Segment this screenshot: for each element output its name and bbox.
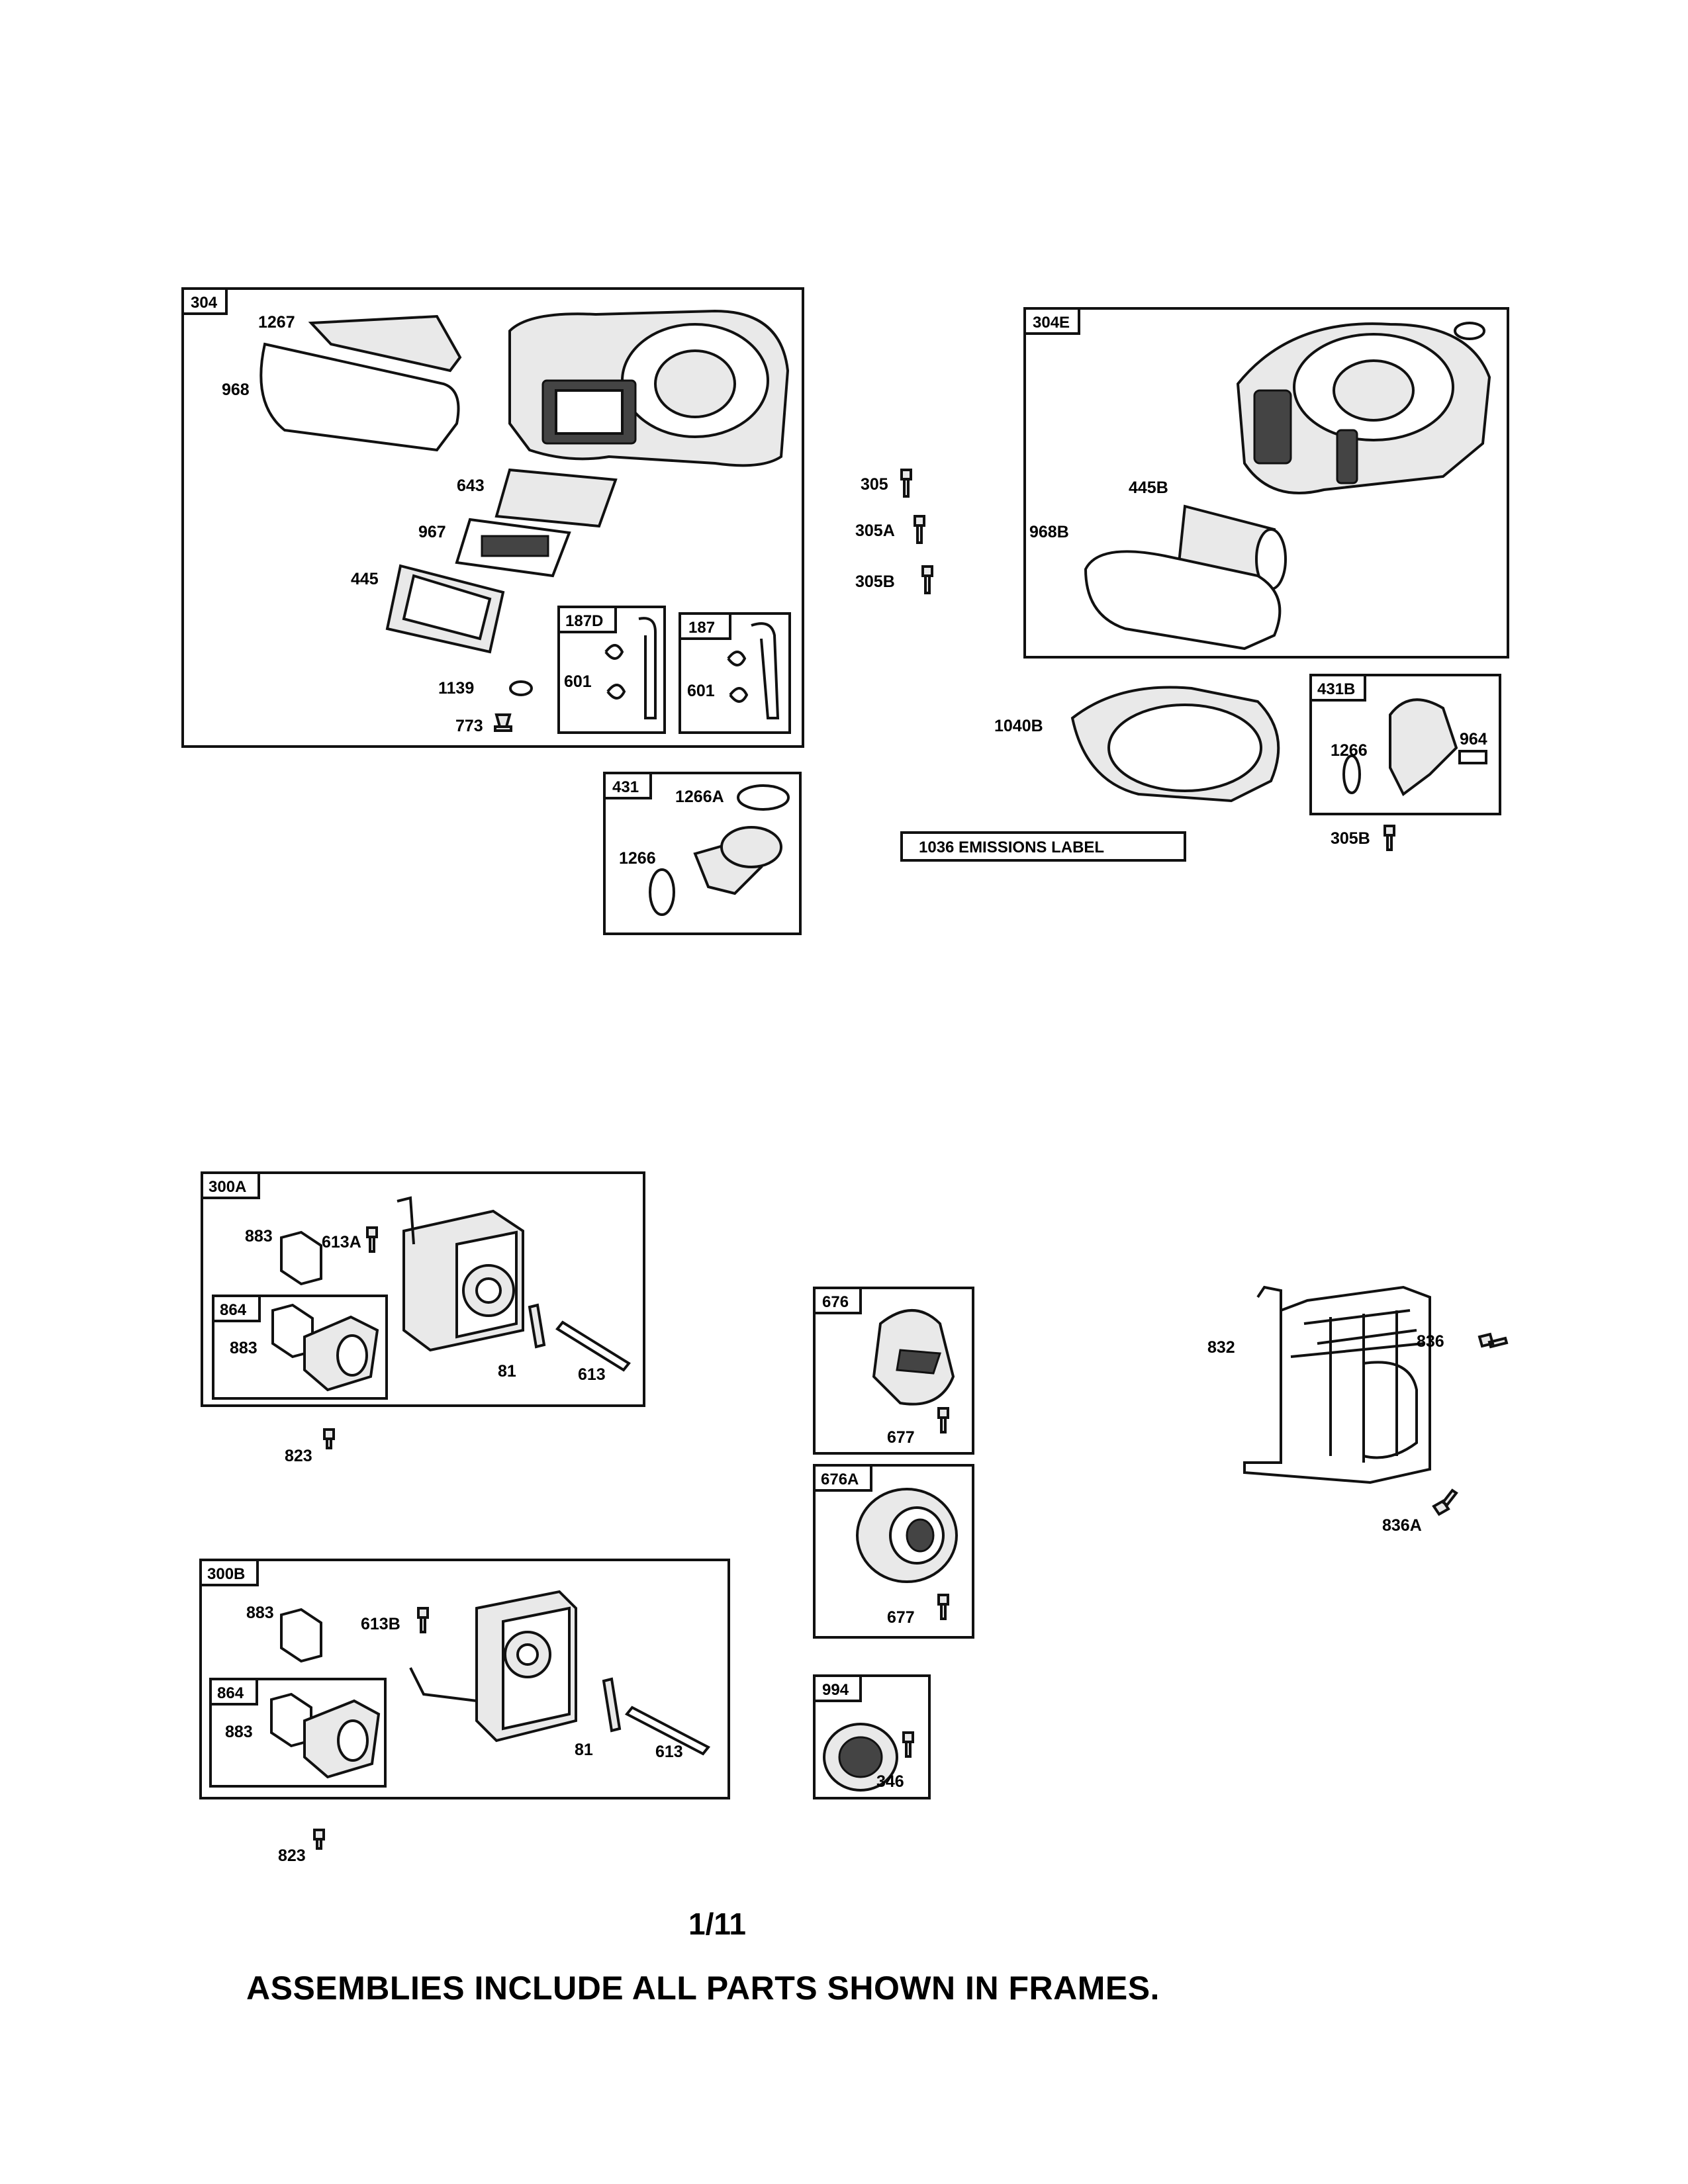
frame-tag-304: 304	[191, 294, 218, 312]
baffle-1040B-part	[1070, 686, 1280, 803]
label-832: 832	[1207, 1338, 1235, 1357]
label-445: 445	[351, 570, 379, 588]
label-968B: 968B	[1029, 523, 1069, 541]
part-773	[494, 713, 512, 732]
assembly-304E-frame: 304E	[1023, 307, 1509, 659]
frame-tag-300A: 300A	[209, 1178, 246, 1196]
label-968: 968	[222, 381, 250, 399]
part-643	[494, 468, 618, 528]
frame-tag-431B: 431B	[1317, 680, 1355, 698]
label-1266-431B: 1266	[1331, 741, 1368, 760]
label-1040B: 1040B	[994, 717, 1043, 735]
screw-823-b	[313, 1829, 325, 1850]
frame-tag-864-b: 864	[217, 1684, 244, 1702]
assembly-431-frame: 431	[603, 772, 802, 935]
label-601-187: 601	[687, 682, 715, 700]
assembly-676A-frame: 676A	[813, 1464, 974, 1639]
label-967: 967	[418, 523, 446, 541]
label-305B: 305B	[855, 572, 895, 591]
part-1139-washer	[509, 680, 533, 696]
assembly-864-frame-b: 864	[209, 1678, 387, 1788]
air-cleaner-top-part	[308, 314, 462, 373]
blower-housing-part	[508, 309, 790, 467]
frame-tag-994: 994	[822, 1681, 849, 1699]
label-883-d: 883	[225, 1723, 253, 1741]
label-613-b: 613	[655, 1743, 683, 1761]
label-1139: 1139	[438, 679, 474, 698]
assembly-304-frame: 304	[181, 287, 804, 748]
label-445B: 445B	[1129, 478, 1168, 497]
assembly-431B-frame: 431B	[1309, 674, 1501, 815]
label-305A: 305A	[855, 522, 895, 540]
label-773: 773	[455, 717, 483, 735]
frame-tag-187: 187	[688, 619, 715, 637]
air-filter-part	[385, 564, 505, 654]
label-613-a: 613	[578, 1365, 606, 1384]
label-305B-bottom: 305B	[1331, 829, 1370, 848]
emissions-label-box: 1036 EMISSIONS LABEL	[900, 831, 1186, 862]
label-677-b: 677	[887, 1608, 915, 1627]
label-613A: 613A	[322, 1233, 361, 1251]
label-677-a: 677	[887, 1428, 915, 1447]
label-305: 305	[861, 475, 888, 494]
frame-tag-864-a: 864	[220, 1301, 247, 1319]
label-1266A: 1266A	[675, 788, 724, 806]
footer-note: ASSEMBLIES INCLUDE ALL PARTS SHOWN IN FR…	[246, 1970, 1160, 2007]
label-601-187D: 601	[564, 672, 592, 691]
label-836: 836	[1417, 1332, 1444, 1351]
assembly-187-frame: 187	[679, 612, 791, 734]
label-346: 346	[876, 1772, 904, 1791]
label-836A: 836A	[1382, 1516, 1422, 1535]
screw-305B-bottom	[1383, 825, 1395, 851]
assembly-300B-frame: 300B	[199, 1559, 730, 1799]
frame-tag-300B: 300B	[207, 1565, 245, 1583]
label-883-a: 883	[245, 1227, 273, 1246]
screw-823-a	[323, 1428, 335, 1449]
frame-tag-431: 431	[612, 778, 639, 796]
label-81-b: 81	[575, 1741, 593, 1759]
air-cleaner-cover-part	[259, 342, 460, 452]
frame-tag-676A: 676A	[821, 1471, 859, 1488]
page-number: 1/11	[688, 1907, 746, 1941]
label-613B: 613B	[361, 1615, 400, 1633]
label-81-a: 81	[498, 1362, 516, 1381]
assembly-864-frame-a: 864	[212, 1295, 388, 1400]
assembly-300A-frame: 300A	[201, 1171, 645, 1407]
label-964: 964	[1460, 730, 1487, 749]
muffler-guard-832-part	[1243, 1285, 1509, 1516]
frame-tag-304E: 304E	[1033, 314, 1070, 332]
part-967	[455, 518, 571, 578]
label-823-b: 823	[278, 1846, 306, 1865]
frame-tag-187D: 187D	[565, 612, 603, 630]
label-883-b: 883	[230, 1339, 258, 1357]
cover-968B-part	[1084, 550, 1282, 651]
assembly-994-frame: 994	[813, 1674, 931, 1799]
assembly-676-frame: 676	[813, 1287, 974, 1455]
frame-tag-676: 676	[822, 1293, 849, 1311]
label-883-c: 883	[246, 1604, 274, 1622]
emissions-label-text: 1036 EMISSIONS LABEL	[919, 839, 1104, 856]
screw-305-group	[900, 469, 933, 594]
label-823-a: 823	[285, 1447, 312, 1465]
label-1266-431: 1266	[619, 849, 656, 868]
label-1267: 1267	[258, 313, 295, 332]
label-643: 643	[457, 477, 485, 495]
assembly-187D-frame: 187D	[557, 606, 666, 734]
